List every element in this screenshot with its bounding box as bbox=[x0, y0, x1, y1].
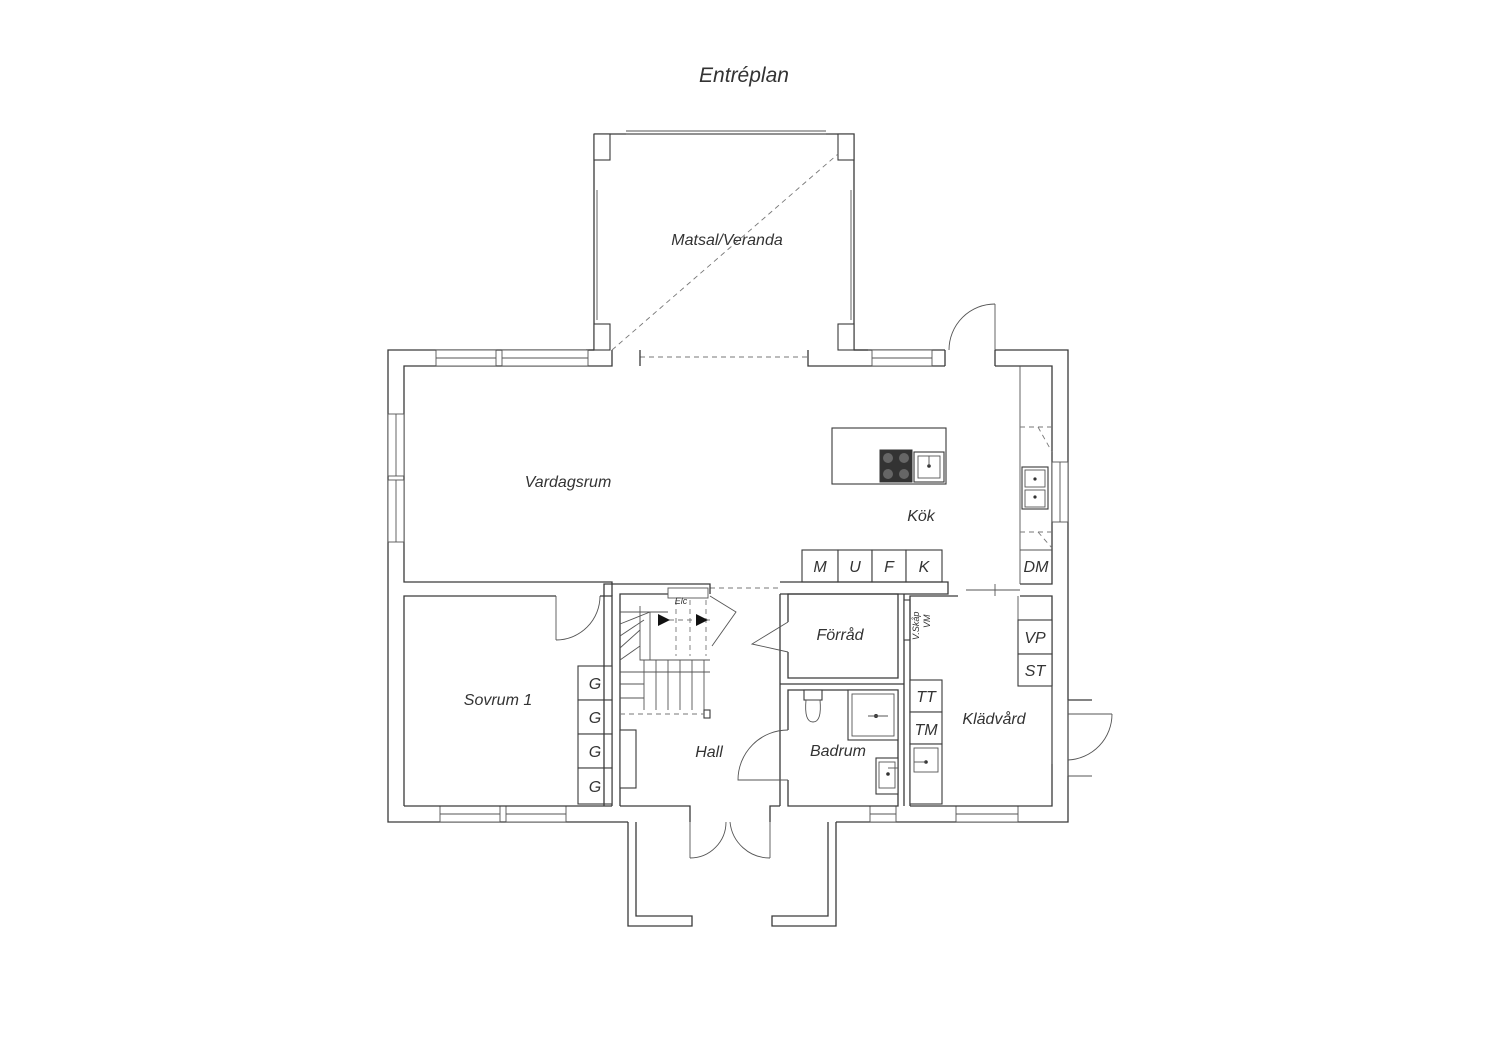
room-forrad: Förråd bbox=[816, 626, 864, 644]
room-sovrum-1: Sovrum 1 bbox=[464, 692, 532, 709]
room-hall: Hall bbox=[695, 744, 723, 761]
kitchen-fixtures bbox=[710, 366, 1053, 596]
appliance-tt: TT bbox=[916, 689, 937, 706]
wardrobe-g-4: G bbox=[589, 779, 601, 796]
bedroom-walls bbox=[403, 595, 613, 807]
room-kok: Kök bbox=[907, 508, 936, 525]
room-vardagsrum: Vardagsrum bbox=[525, 474, 612, 491]
appliance-tm: TM bbox=[914, 722, 938, 739]
wardrobe-g-2: G bbox=[589, 710, 601, 727]
storage-walls bbox=[750, 593, 904, 806]
annotation-vm: VM bbox=[922, 614, 932, 628]
appliance-f: F bbox=[884, 559, 895, 576]
annotation-vskap: V.Skåp bbox=[911, 612, 921, 640]
room-badrum: Badrum bbox=[810, 743, 866, 760]
wardrobe-g-3: G bbox=[589, 744, 601, 761]
appliance-st: ST bbox=[1025, 663, 1047, 680]
hall-walls bbox=[603, 583, 837, 927]
appliance-vp: VP bbox=[1024, 630, 1046, 647]
bathroom-fixtures bbox=[737, 594, 911, 807]
plan-title: Entréplan bbox=[699, 64, 789, 87]
room-matsal-veranda: Matsal/Veranda bbox=[671, 232, 783, 249]
annotation-elc: Elc bbox=[675, 596, 688, 606]
appliance-m: M bbox=[813, 559, 827, 576]
wardrobe-g-1: G bbox=[589, 676, 601, 693]
room-kladvard: Klädvård bbox=[962, 710, 1026, 728]
appliance-k: K bbox=[919, 559, 931, 576]
appliance-u: U bbox=[849, 559, 861, 576]
laundry-fixtures bbox=[909, 595, 1113, 807]
appliance-dm: DM bbox=[1024, 559, 1050, 576]
outer-walls bbox=[387, 303, 1069, 823]
